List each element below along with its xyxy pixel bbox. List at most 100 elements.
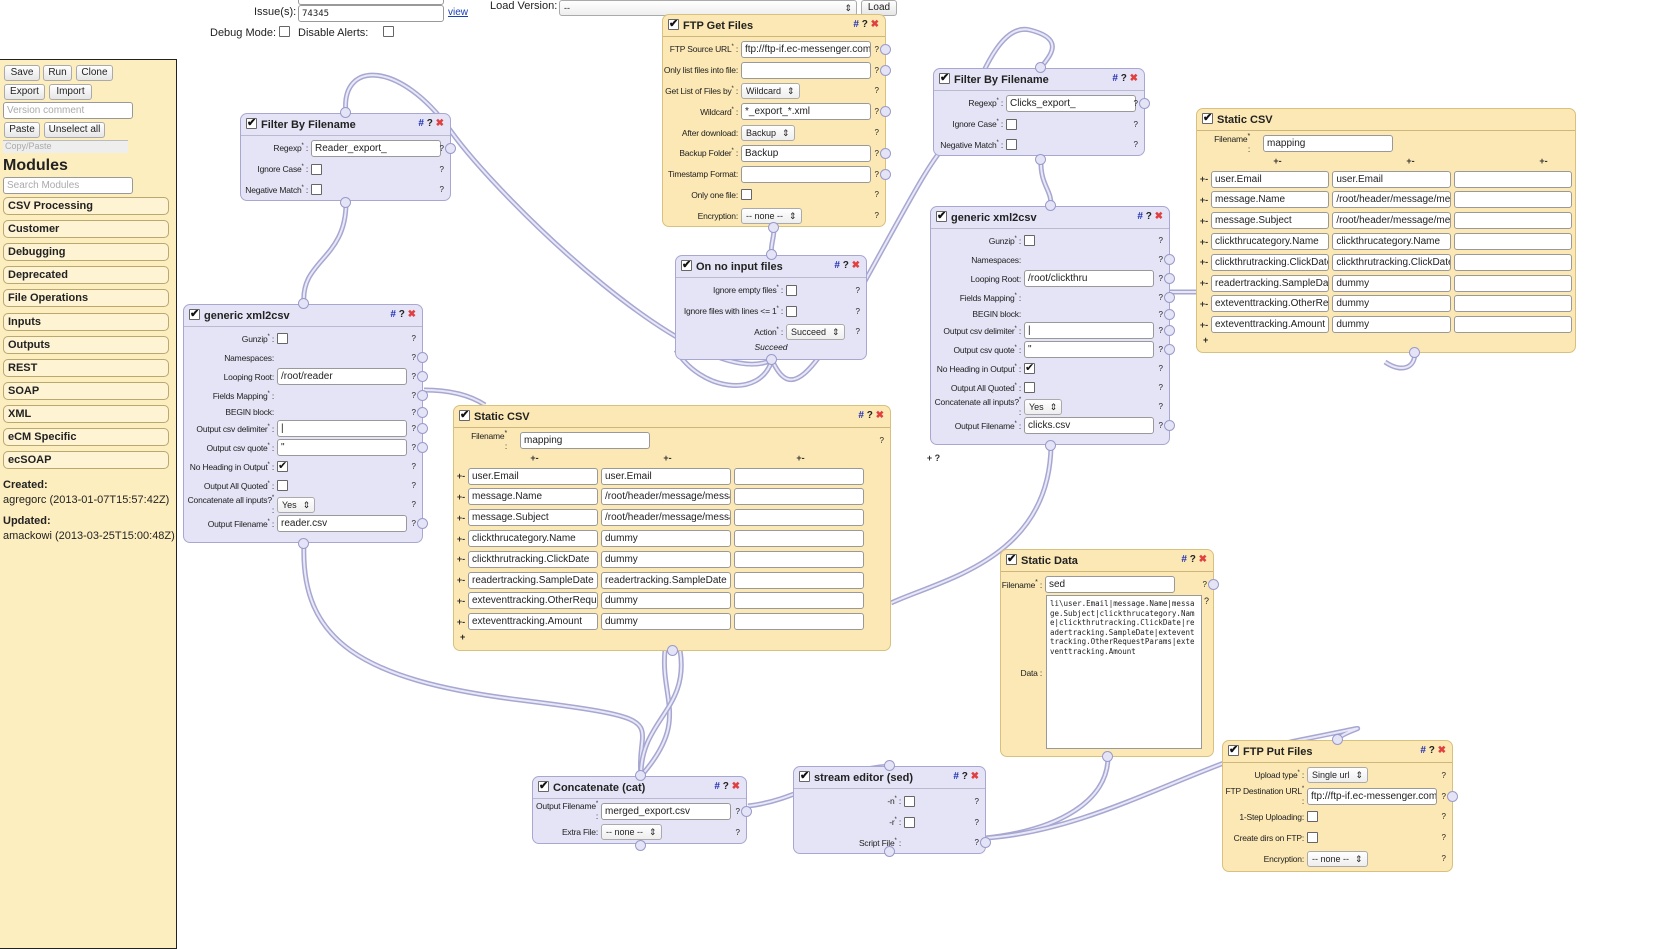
run-button[interactable]: Run — [43, 65, 72, 81]
disable-alerts-checkbox[interactable] — [382, 26, 394, 38]
field-input[interactable]: ftp://ftp-if.ec-messenger.com/i — [1307, 787, 1437, 805]
terminal[interactable] — [667, 645, 678, 656]
help-icon[interactable]: ? — [874, 169, 879, 179]
issues-input[interactable]: 74345 — [298, 5, 444, 22]
module-enabled-checkbox[interactable] — [668, 17, 679, 30]
field-input[interactable]: | — [277, 420, 407, 437]
field-checkbox[interactable] — [311, 184, 322, 196]
field-input[interactable]: merged_export.csv — [601, 802, 731, 820]
row-add-remove[interactable]: +- — [456, 554, 466, 565]
module-enabled-checkbox[interactable] — [936, 209, 947, 222]
field-select[interactable]: Wildcard⇕ — [741, 82, 800, 99]
help-icon[interactable]: ? — [1202, 579, 1207, 589]
field-checkbox[interactable] — [1006, 139, 1017, 151]
debug-mode-checkbox[interactable] — [279, 26, 290, 38]
row-add-remove[interactable]: +- — [1199, 319, 1209, 330]
row-add-remove[interactable]: +- — [1199, 174, 1209, 185]
hash-icon[interactable]: # — [418, 118, 427, 129]
terminal[interactable] — [1332, 734, 1343, 745]
terminal[interactable] — [417, 406, 428, 418]
column-add-remove[interactable]: + ? — [926, 453, 941, 464]
terminal[interactable] — [340, 197, 351, 208]
module-category-xml[interactable]: XML — [3, 404, 169, 423]
terminal[interactable] — [880, 106, 891, 118]
help-icon[interactable]: ? — [974, 796, 979, 806]
module-csvmain[interactable]: Static CSV# ? ✖Filename* :mapping?+-+-+-… — [453, 405, 940, 651]
field-input[interactable]: | — [1024, 322, 1154, 339]
field-checkbox[interactable] — [1006, 118, 1017, 130]
terminal[interactable] — [1139, 97, 1150, 109]
help-icon[interactable]: ? — [1145, 211, 1155, 222]
row-add-remove[interactable]: +- — [456, 616, 466, 627]
grid-cell-input[interactable] — [1453, 191, 1572, 209]
help-icon[interactable]: ? — [974, 817, 979, 827]
terminal[interactable] — [766, 249, 777, 260]
help-icon[interactable]: ? — [1158, 236, 1163, 245]
close-icon[interactable]: ✖ — [970, 771, 979, 782]
field-input[interactable]: *_export_*.xml — [741, 103, 871, 121]
grid-cell-input[interactable] — [1453, 295, 1572, 313]
help-icon[interactable]: ? — [1158, 421, 1163, 430]
field-checkbox[interactable] — [311, 163, 322, 175]
row-add-button[interactable]: + — [1203, 335, 1209, 346]
column-add-remove[interactable]: +- — [1273, 156, 1282, 167]
grid-cell-input[interactable]: readertracking.SampleDate — [468, 571, 598, 589]
help-icon[interactable]: ? — [1189, 554, 1199, 565]
field-select[interactable]: -- none --⇕ — [601, 824, 662, 841]
module-header[interactable]: Filter By Filename# ? ✖ — [241, 114, 450, 136]
hash-icon[interactable]: # — [834, 260, 843, 271]
hash-icon[interactable]: # — [1420, 745, 1429, 756]
terminal[interactable] — [417, 390, 428, 401]
grid-cell-input[interactable]: dummy — [601, 550, 731, 568]
terminal[interactable] — [417, 371, 428, 382]
help-icon[interactable]: ? — [1441, 770, 1446, 780]
terminal[interactable] — [1208, 578, 1219, 590]
search-modules-input[interactable]: Search Modules — [3, 177, 133, 194]
grid-cell-input[interactable]: user.Email — [468, 467, 598, 485]
field-input[interactable]: Clicks_export_ — [1006, 94, 1136, 112]
terminal[interactable] — [766, 354, 777, 365]
help-icon[interactable]: ? — [1158, 293, 1163, 302]
help-icon[interactable]: ? — [411, 519, 416, 528]
grid-cell-input[interactable] — [734, 613, 864, 631]
row-add-remove[interactable]: +- — [1199, 215, 1209, 226]
terminal[interactable] — [1447, 790, 1458, 802]
help-icon[interactable]: ? — [411, 462, 416, 471]
help-icon[interactable]: ? — [861, 19, 871, 30]
terminal[interactable] — [1164, 308, 1175, 320]
module-filter1[interactable]: Filter By Filename# ? ✖Regexp* :Reader_e… — [240, 113, 456, 202]
close-icon[interactable]: ✖ — [1437, 745, 1446, 756]
terminal[interactable] — [635, 770, 646, 781]
help-icon[interactable]: ? — [1158, 326, 1163, 335]
grid-cell-input[interactable]: dummy — [1332, 274, 1451, 292]
terminal[interactable] — [1164, 325, 1175, 336]
terminal[interactable] — [1164, 420, 1175, 431]
hash-icon[interactable]: # — [953, 771, 962, 782]
row-add-remove[interactable]: +- — [456, 595, 466, 606]
module-filter2[interactable]: Filter By Filename# ? ✖Regexp* :Clicks_e… — [933, 68, 1150, 157]
field-select[interactable]: Backup⇕ — [741, 124, 795, 141]
module-xml2[interactable]: generic xml2csv# ? ✖Gunzip* :?Namespaces… — [930, 206, 1175, 445]
column-add-remove[interactable]: +- — [1539, 156, 1548, 167]
close-icon[interactable]: ✖ — [407, 309, 416, 320]
grid-cell-input[interactable]: exteventtracking.Amount — [1211, 316, 1330, 334]
help-icon[interactable]: ? — [411, 372, 416, 381]
terminal[interactable] — [980, 837, 991, 849]
column-add-remove[interactable]: +- — [530, 453, 539, 464]
row-add-button[interactable]: + — [460, 632, 466, 643]
help-icon[interactable]: ? — [879, 435, 884, 445]
export-button[interactable]: Export — [4, 84, 45, 100]
hash-icon[interactable]: # — [1137, 211, 1146, 222]
grid-cell-input[interactable] — [734, 550, 864, 568]
module-header[interactable]: Filter By Filename# ? ✖ — [934, 69, 1144, 91]
module-category-inputs[interactable]: Inputs — [3, 312, 169, 331]
filename-input[interactable]: sed — [1045, 575, 1175, 593]
module-header[interactable]: Static CSV# ? ✖ — [454, 406, 890, 428]
field-checkbox[interactable] — [904, 795, 915, 807]
terminal[interactable] — [1102, 751, 1113, 762]
field-select[interactable]: Yes⇕ — [277, 496, 316, 513]
help-icon[interactable]: ? — [439, 143, 444, 153]
module-category-file-operations[interactable]: File Operations — [3, 289, 169, 308]
field-checkbox[interactable] — [741, 189, 752, 201]
help-icon[interactable]: ? — [1203, 596, 1209, 606]
